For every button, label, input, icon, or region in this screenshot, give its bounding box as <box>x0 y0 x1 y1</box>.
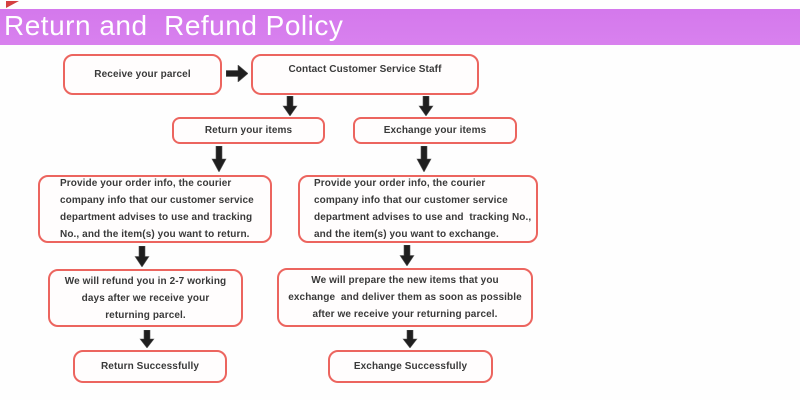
flow-box-label: Provide your order info, the courier com… <box>60 178 254 240</box>
flow-box-receive-parcel: Receive your parcel <box>63 54 222 95</box>
page-title: Return and Refund Policy <box>4 10 344 41</box>
arrow-down-icon <box>139 330 155 348</box>
arrow-down-icon <box>402 330 418 348</box>
flow-box-exchange-items: Exchange your items <box>353 117 517 144</box>
corner-flag-icon <box>6 1 19 8</box>
flow-box-label: Exchange Successfully <box>353 361 468 372</box>
flow-box-exchange-success: Exchange Successfully <box>328 350 493 383</box>
arrow-down-icon <box>416 146 432 172</box>
flow-box-refund-timeline: We will refund you in 2-7 working days a… <box>48 269 243 327</box>
flow-box-label: Return Successfully <box>100 361 200 372</box>
flow-box-label: Return your items <box>204 125 293 136</box>
arrow-down-icon <box>418 96 434 116</box>
flow-box-return-items: Return your items <box>172 117 325 144</box>
flow-box-prepare-new-items: We will prepare the new items that you e… <box>277 268 533 327</box>
flow-box-label: Provide your order info, the courier com… <box>314 178 532 240</box>
arrow-down-icon <box>399 245 415 266</box>
arrow-down-icon <box>211 146 227 172</box>
flow-box-label: Exchange your items <box>383 125 487 136</box>
flow-box-label: Contact Customer Service Staff <box>288 64 442 75</box>
flow-box-label: We will refund you in 2-7 working days a… <box>64 275 227 321</box>
flow-box-label: We will prepare the new items that you e… <box>288 275 522 320</box>
arrow-down-icon <box>282 96 298 116</box>
flow-box-contact-service: Contact Customer Service Staff <box>251 54 479 95</box>
arrow-right-icon <box>226 65 248 82</box>
flow-box-return-success: Return Successfully <box>73 350 227 383</box>
flow-box-provide-info-return: Provide your order info, the courier com… <box>38 175 272 243</box>
arrow-down-icon <box>134 246 150 267</box>
flow-box-provide-info-exchange: Provide your order info, the courier com… <box>298 175 538 243</box>
flow-box-label: Receive your parcel <box>94 69 191 80</box>
title-bar: Return and Refund Policy <box>0 9 800 45</box>
